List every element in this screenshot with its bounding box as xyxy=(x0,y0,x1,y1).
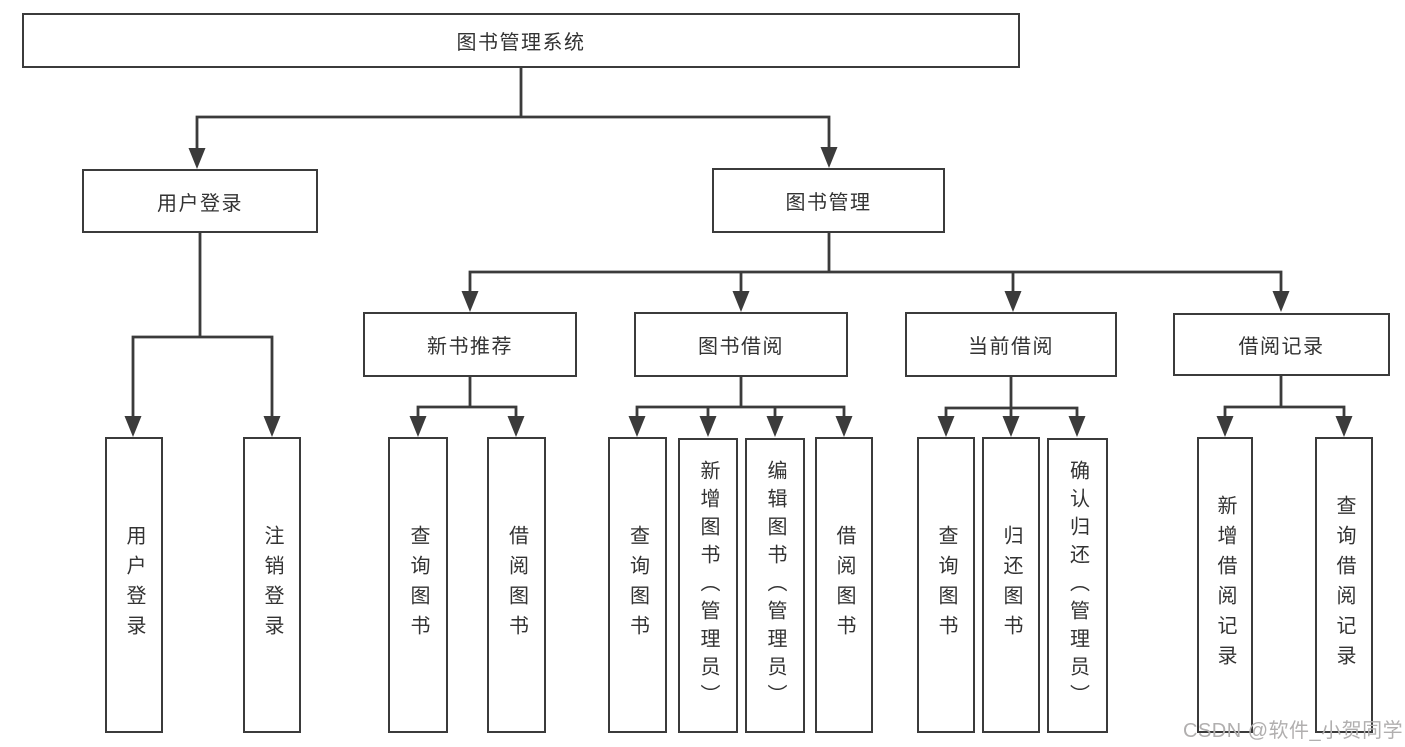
node-label: 新增借阅记录 xyxy=(1214,495,1236,675)
node-label: 当前借阅 xyxy=(968,336,1054,358)
node-book-management-module: 图书管理 xyxy=(712,168,945,233)
csdn-watermark: CSDN @软件_小贺同学 xyxy=(1183,720,1404,742)
node-borrowing-records: 借阅记录 xyxy=(1173,313,1390,376)
node-label: 图书借阅 xyxy=(698,336,784,358)
node-label: 查询图书 xyxy=(935,525,957,645)
node-user-login-module: 用户登录 xyxy=(82,169,318,233)
node-leaf-borrow-books-recommend: 借阅图书 xyxy=(487,437,546,733)
node-library-management-system: 图书管理系统 xyxy=(22,13,1020,68)
node-label: 查询借阅记录 xyxy=(1333,495,1355,675)
node-leaf-confirm-return-admin: 确认归还（管理员） xyxy=(1047,438,1108,733)
node-leaf-borrow-books: 借阅图书 xyxy=(815,437,873,733)
node-label: 用户登录 xyxy=(123,525,145,645)
node-label: 查询图书 xyxy=(626,525,649,645)
node-label: 借阅图书 xyxy=(833,525,855,645)
node-label: 借阅图书 xyxy=(505,525,528,645)
node-leaf-query-books-recommend: 查询图书 xyxy=(388,437,448,733)
node-leaf-return-books: 归还图书 xyxy=(982,437,1040,733)
node-label: 确认归还（管理员） xyxy=(1066,459,1089,712)
node-current-borrowing: 当前借阅 xyxy=(905,312,1117,377)
node-leaf-user-login: 用户登录 xyxy=(105,437,163,733)
node-leaf-query-books-current: 查询图书 xyxy=(917,437,975,733)
node-book-borrowing: 图书借阅 xyxy=(634,312,848,377)
node-label: 图书管理 xyxy=(785,192,872,214)
node-leaf-query-books-borrow: 查询图书 xyxy=(608,437,667,733)
node-leaf-logout: 注销登录 xyxy=(243,437,301,733)
node-label: 图书管理系统 xyxy=(456,32,586,54)
node-label: 新增图书（管理员） xyxy=(697,459,719,712)
node-label: 用户登录 xyxy=(157,192,243,215)
node-label: 查询图书 xyxy=(407,525,429,645)
node-label: 编辑图书（管理员） xyxy=(764,459,786,712)
node-leaf-add-borrow-record: 新增借阅记录 xyxy=(1197,437,1253,733)
node-label: 新书推荐 xyxy=(427,336,513,358)
node-leaf-query-borrow-record: 查询借阅记录 xyxy=(1315,437,1373,733)
node-label: 借阅记录 xyxy=(1238,336,1325,358)
node-leaf-add-books-admin: 新增图书（管理员） xyxy=(678,438,738,733)
node-label: 注销登录 xyxy=(261,525,283,645)
node-new-book-recommendation: 新书推荐 xyxy=(363,312,577,377)
node-label: 归还图书 xyxy=(1000,525,1022,645)
node-leaf-edit-books-admin: 编辑图书（管理员） xyxy=(745,438,805,733)
